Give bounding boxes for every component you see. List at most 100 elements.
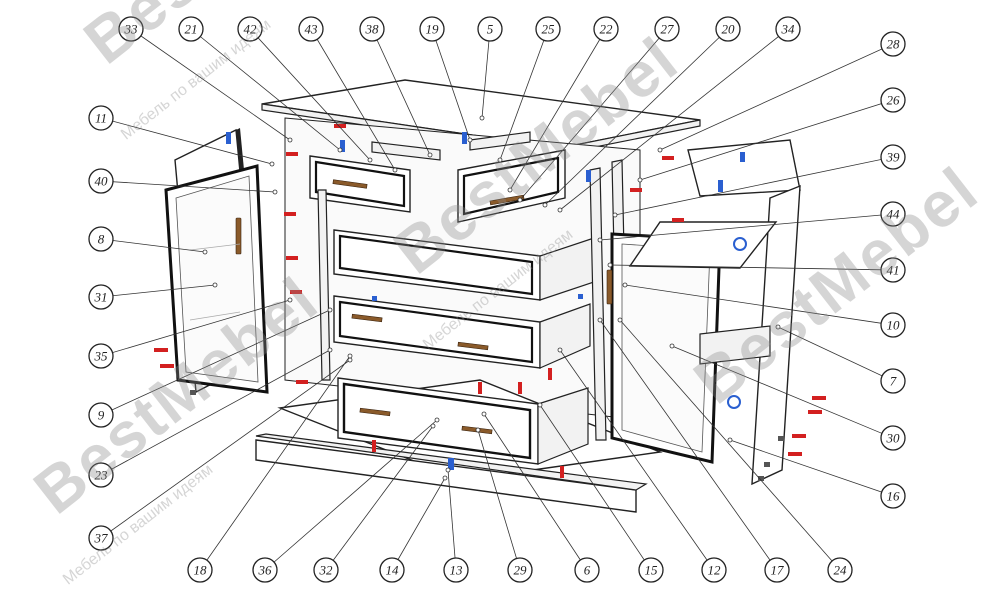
callout-circle	[88, 462, 114, 488]
leader-line-6	[483, 413, 588, 571]
callout-circle	[477, 16, 503, 42]
leader-line-23	[100, 349, 331, 476]
callout-circle	[359, 16, 385, 42]
callout-number: 21	[185, 22, 198, 37]
callout-29: 29	[507, 557, 533, 583]
callout-number: 17	[771, 563, 785, 578]
callout-38: 38	[359, 16, 385, 42]
callout-19: 19	[419, 16, 445, 42]
furniture-feet	[190, 390, 784, 481]
leader-dot-19	[467, 137, 473, 143]
callout-number: 30	[886, 431, 901, 446]
callout-14: 14	[379, 557, 405, 583]
leader-line-11	[100, 117, 273, 165]
leader-dot-31	[212, 282, 218, 288]
callout-number: 7	[890, 374, 897, 389]
callout-20: 20	[715, 16, 741, 42]
callout-number: 33	[124, 22, 139, 37]
leader-dot-10	[622, 282, 628, 288]
leader-dot-5	[479, 115, 485, 121]
leader-dot-18	[347, 353, 353, 359]
callout-number: 22	[600, 22, 614, 37]
leader-line-25	[499, 28, 549, 161]
leader-line-19	[431, 28, 471, 141]
callout-5: 5	[477, 16, 503, 42]
leader-line-41	[609, 264, 894, 271]
callout-number: 41	[887, 263, 900, 278]
leader-dot-34	[557, 207, 563, 213]
leader-dot-33	[287, 137, 293, 143]
leader-line-37	[100, 359, 351, 539]
middle-drawer-2	[333, 295, 591, 369]
leader-line-14	[391, 477, 446, 571]
callout-circle	[880, 87, 906, 113]
callout-circle	[298, 16, 324, 42]
leader-line-24	[619, 319, 841, 571]
callout-circle	[880, 31, 906, 57]
callout-number: 9	[98, 408, 105, 423]
callout-24: 24	[827, 557, 853, 583]
leader-line-33	[130, 28, 291, 141]
callout-circle	[88, 402, 114, 428]
callout-number: 10	[887, 318, 901, 333]
callout-12: 12	[701, 557, 727, 583]
leader-dot-13	[445, 467, 451, 473]
callout-number: 15	[645, 563, 659, 578]
callout-number: 19	[426, 22, 440, 37]
callout-circle	[701, 557, 727, 583]
leader-dot-8	[202, 249, 208, 255]
callout-8: 8	[88, 226, 114, 252]
leader-line-12	[559, 349, 715, 571]
leader-line-29	[477, 429, 521, 571]
leader-line-10	[624, 284, 894, 326]
leader-line-17	[599, 319, 778, 571]
leader-line-16	[729, 439, 894, 497]
callout-circle	[88, 105, 114, 131]
leader-line-28	[659, 43, 894, 151]
leader-line-27	[519, 28, 668, 201]
leader-line-35	[100, 299, 291, 357]
leader-dot-42	[367, 157, 373, 163]
leader-dot-30	[669, 343, 675, 349]
leader-line-44	[599, 213, 894, 241]
callout-circle	[88, 343, 114, 369]
callout-number: 28	[887, 37, 901, 52]
leader-line-8	[100, 238, 206, 253]
fasteners-red	[154, 124, 826, 478]
leader-line-15	[539, 404, 652, 571]
callout-number: 36	[258, 563, 273, 578]
callout-number: 18	[194, 563, 208, 578]
callout-circle	[118, 16, 144, 42]
leader-lines	[100, 28, 894, 571]
leader-line-42	[249, 28, 371, 161]
leader-line-43	[310, 28, 396, 171]
callout-44: 44	[880, 201, 906, 227]
callout-circle	[443, 557, 469, 583]
leader-dot-24	[617, 317, 623, 323]
callout-number: 5	[487, 22, 494, 37]
callout-circle	[764, 557, 790, 583]
callout-13: 13	[443, 557, 469, 583]
leader-line-30	[671, 345, 894, 439]
leader-dot-26	[637, 177, 643, 183]
leader-dot-41	[607, 262, 613, 268]
leader-line-31	[100, 284, 216, 298]
callout-circle	[419, 16, 445, 42]
callout-37: 37	[88, 525, 114, 551]
leader-dot-27	[517, 197, 523, 203]
callout-circle	[178, 16, 204, 42]
callout-18: 18	[187, 557, 213, 583]
callout-circle	[507, 557, 533, 583]
callout-circle	[880, 425, 906, 451]
callout-6: 6	[574, 557, 600, 583]
leader-line-22	[509, 28, 607, 191]
callout-circle	[880, 368, 906, 394]
leader-line-26	[639, 99, 894, 181]
leader-line-18	[199, 355, 351, 571]
callout-circle	[237, 16, 263, 42]
leader-dot-9	[327, 307, 333, 313]
callout-circle	[88, 284, 114, 310]
leader-line-36	[264, 419, 438, 571]
callout-10: 10	[880, 312, 906, 338]
